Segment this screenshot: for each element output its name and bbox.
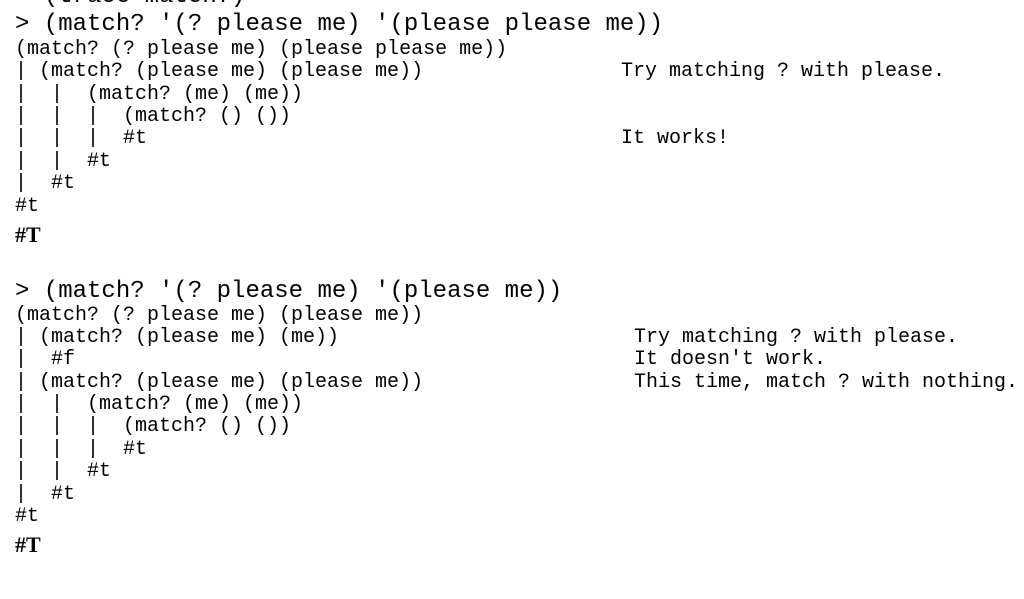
- trace-line: | (match? (please me) (please me)): [15, 60, 424, 83]
- trace-line: | | | (match? () ()): [15, 105, 292, 128]
- result-value: #T: [15, 532, 41, 557]
- prompt-command: > (match? '(? please me) '(please please…: [15, 11, 664, 38]
- trace-line: | | | (match? () ()): [15, 415, 292, 438]
- prompt-command: > (match? '(? please me) '(please me)): [15, 278, 563, 305]
- comment: Try matching ? with please.: [634, 326, 959, 349]
- comment: It doesn't work.: [634, 348, 827, 371]
- trace-line: | (match? (please me) (me)): [15, 326, 340, 349]
- trace-line: | | | #t: [15, 127, 148, 150]
- trace-line: (match? (? please me) (please please me)…: [15, 38, 508, 61]
- trace-line: | #t: [15, 483, 76, 506]
- trace-line: | (match? (please me) (please me)): [15, 371, 424, 394]
- trace-line: | | #t: [15, 460, 112, 483]
- result-value: #T: [15, 222, 41, 247]
- trace-line: | #t: [15, 172, 76, 195]
- trace-line: | | | #t: [15, 438, 148, 461]
- trace-line: | | #t: [15, 150, 112, 173]
- trace-line: (match? (? please me) (please me)): [15, 304, 424, 327]
- trace-line: | | (match? (me) (me)): [15, 393, 304, 416]
- trace-line: | | (match? (me) (me)): [15, 83, 304, 106]
- trace-command: > (trace match?): [15, 0, 245, 11]
- comment: It works!: [621, 127, 730, 150]
- comment: Try matching ? with please.: [621, 60, 946, 83]
- trace-line: #t: [15, 505, 40, 528]
- trace-line: | #f: [15, 348, 76, 371]
- trace-line: #t: [15, 195, 40, 218]
- comment: This time, match ? with nothing.: [634, 371, 1019, 394]
